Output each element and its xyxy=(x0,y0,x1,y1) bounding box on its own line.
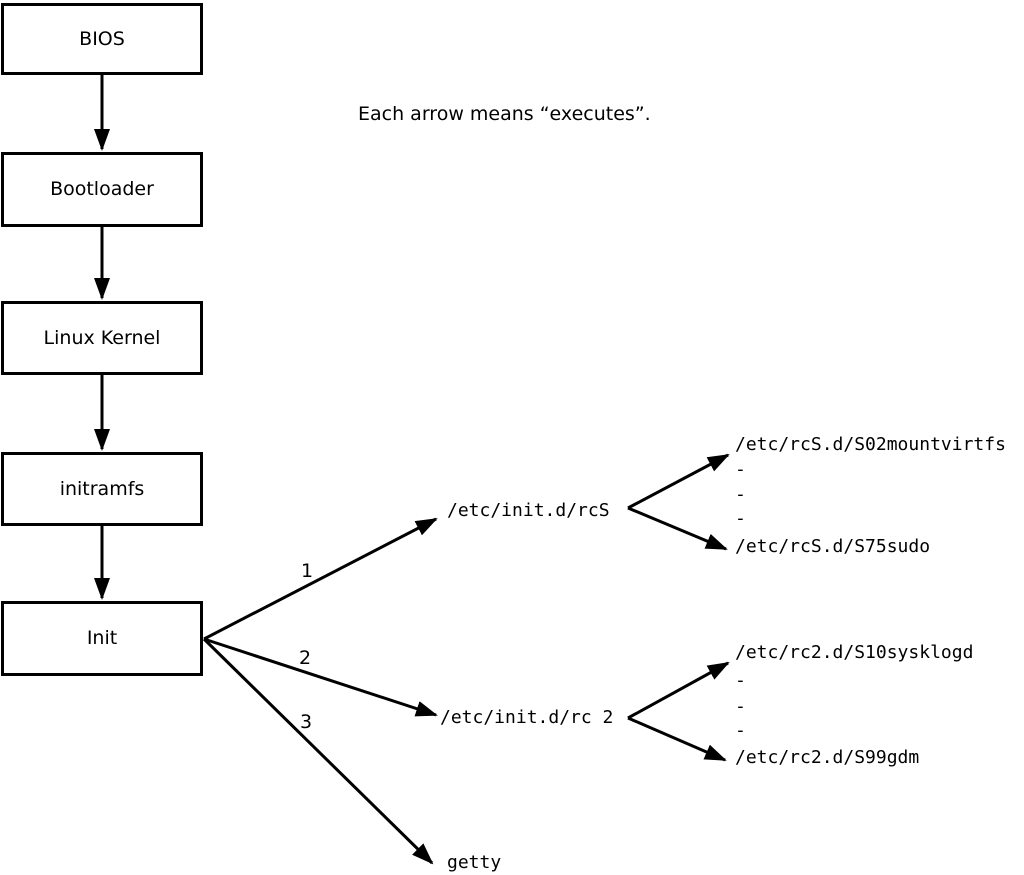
node-bios: BIOS xyxy=(1,3,203,75)
rcs-child-ellipsis-dash: - xyxy=(735,459,746,480)
node-initramfs-label: initramfs xyxy=(59,477,145,500)
rcs-child-s02mountvirtfs: /etc/rcS.d/S02mountvirtfs xyxy=(735,434,1006,455)
node-bootloader: Bootloader xyxy=(1,152,203,227)
target-getty: getty xyxy=(447,852,502,873)
rc2-child-ellipsis-dash: - xyxy=(735,696,746,717)
target-etc-init-d-rc2: /etc/init.d/rc 2 xyxy=(440,707,614,728)
arrow-rc2-to-s10sysklogd xyxy=(627,661,730,720)
arrow-rc2-to-s99gdm xyxy=(627,716,727,762)
rc2-child-ellipsis-dash: - xyxy=(735,720,746,741)
arrow-label-2: 2 xyxy=(298,647,312,669)
node-bios-label: BIOS xyxy=(79,27,125,50)
rcs-child-ellipsis-dash: - xyxy=(735,484,746,505)
arrow-init-to-rc2 xyxy=(203,637,438,717)
caption: Each arrow means “executes”. xyxy=(358,103,651,125)
arrow-rcs-to-s02mountvirtfs xyxy=(627,453,730,510)
node-init: Init xyxy=(1,601,203,676)
node-linux-kernel-label: Linux Kernel xyxy=(43,326,161,349)
target-etc-init-d-rcs: /etc/init.d/rcS xyxy=(447,500,610,521)
arrow-rcs-to-s75sudo xyxy=(627,506,728,551)
node-init-label: Init xyxy=(86,627,118,649)
arrow-init-to-getty xyxy=(202,637,434,865)
arrow-label-1: 1 xyxy=(300,560,314,582)
node-linux-kernel: Linux Kernel xyxy=(1,301,203,375)
node-initramfs: initramfs xyxy=(1,452,203,526)
rc2-child-s10sysklogd: /etc/rc2.d/S10sysklogd xyxy=(735,642,974,663)
arrow-init-to-rcs xyxy=(203,517,438,641)
rcs-child-s75sudo: /etc/rcS.d/S75sudo xyxy=(735,536,931,557)
rc2-child-ellipsis-dash: - xyxy=(735,670,746,691)
node-bootloader-label: Bootloader xyxy=(50,178,154,200)
rcs-child-ellipsis-dash: - xyxy=(735,508,746,529)
rc2-child-s99gdm: /etc/rc2.d/S99gdm xyxy=(735,747,920,768)
arrow-label-3: 3 xyxy=(299,711,313,733)
